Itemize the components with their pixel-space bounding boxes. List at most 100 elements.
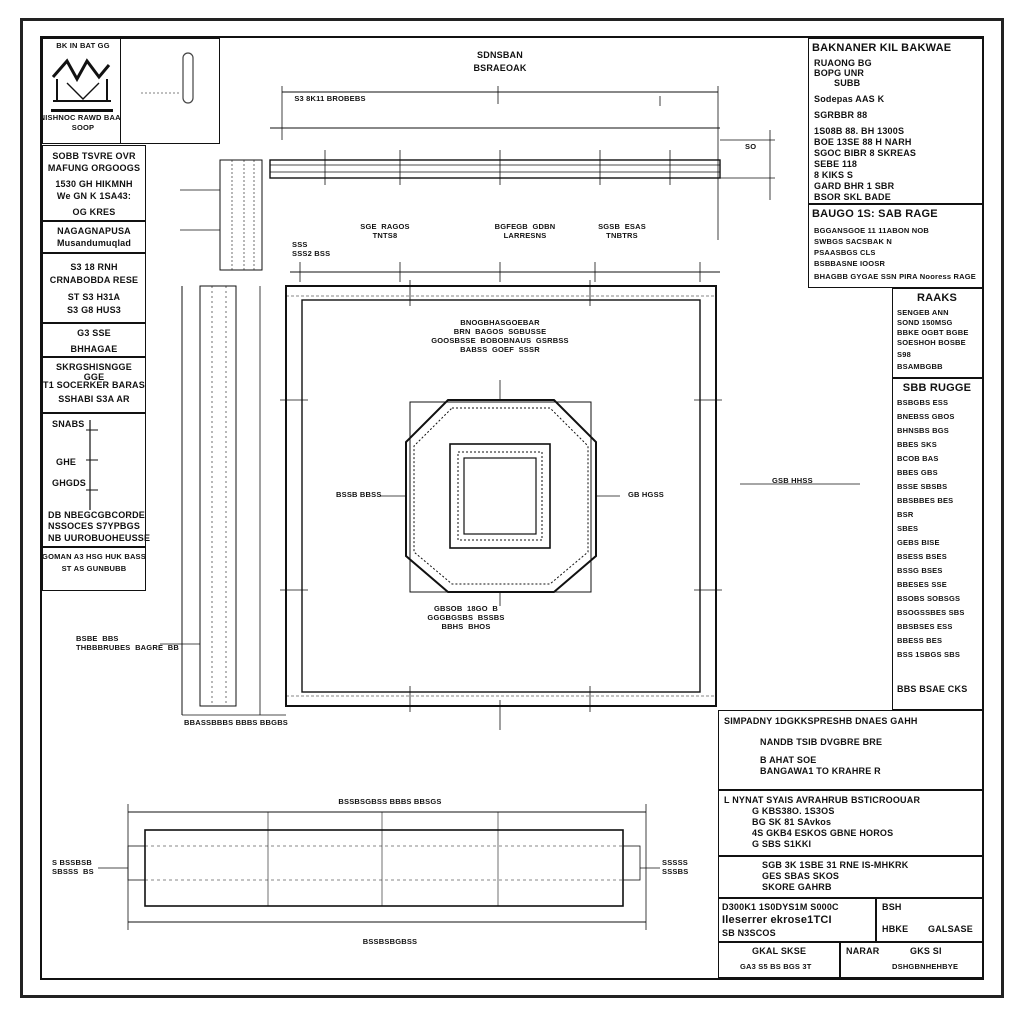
right-panel-notes-row-5: S98 — [897, 350, 911, 359]
right-panel-top-row-12: BSOR SKL BADE — [814, 192, 891, 202]
right-panel-long-row-6: BBES GBS — [897, 468, 938, 477]
left-panel-5-line-1: SKRGSHISNGGE — [56, 362, 132, 372]
notes-block-3-line-1: SGB 3K 1SBE 31 RNE IS-MHKRK — [762, 860, 909, 870]
right-panel-notes-row-2: SOND 150MSG — [897, 318, 953, 327]
left-panel-box-6 — [42, 413, 146, 547]
left-panel-box-3 — [42, 253, 146, 323]
right-panel-top-row-11: GARD BHR 1 SBR — [814, 181, 895, 191]
right-panel-top-row-5: SGRBBR 88 — [814, 110, 868, 120]
title-block-subtitle: Ileserrer ekrose1TCI — [722, 914, 832, 926]
left-panel-2-line-2: Musandumuqlad — [56, 238, 132, 248]
plan-under-centre-note: GBSOB 18GO B GGGBGSBS BSSBS BBHS BHOS — [427, 604, 505, 631]
logo-caption-2: SOOP — [71, 123, 95, 132]
stamp-graphic — [141, 52, 194, 104]
top-dimension-mark: SO — [745, 142, 757, 151]
notes-block-2-line-2: G KBS38O. 1S3OS — [752, 806, 835, 816]
grid-label-c: SGSB ESAS TNBTRS — [598, 222, 646, 240]
right-panel-long-row-10: SBES — [897, 524, 919, 533]
left-panel-1-line-2: MAFUNG ORGOOGS — [47, 163, 141, 173]
right-panel-long-row-13: BSSG BSES — [897, 566, 943, 575]
right-panel-long-row-19: BSS 1SBGS SBS — [897, 650, 961, 659]
right-panel-top-row-8: SGOC BIBR 8 SKREAS — [814, 148, 917, 158]
left-panel-1-line-3: 1530 GH HIKMNH — [55, 179, 133, 189]
section-right-reference: SSSSS SSSBS — [662, 858, 689, 876]
notes-block-1-line-4: BANGAWA1 TO KRAHRE R — [760, 766, 881, 776]
left-panel-2-line-1: NAGAGNAPUSA — [57, 226, 131, 236]
left-panel-1-line-5: OG KRES — [72, 207, 116, 217]
right-panel-notes-row-1: SENGEB ANN — [897, 308, 949, 317]
title-block-cell-main — [718, 898, 876, 942]
notes-block-2-line-5: G SBS S1KKI — [752, 839, 812, 849]
right-panel-long-row-17: BBSBSES ESS — [897, 622, 953, 631]
title-block-date: GA3 S5 BS BGS 3T — [740, 962, 812, 971]
notes-block-2-line-1: L NYNAT SYAIS AVRAHRUB BSTICROOUAR — [724, 795, 921, 805]
right-panel-top-row-3: SUBB — [834, 78, 861, 88]
right-panel-top-title: BAKNANER KIL BAKWAE — [812, 42, 952, 54]
left-panel-6-line-1: SNABS — [52, 419, 85, 429]
right-panel-long-row-12: BSESS BSES — [897, 552, 947, 561]
right-panel-long-row-8: BBSBBES BES — [897, 496, 954, 505]
left-panel-box-7 — [42, 547, 146, 591]
right-panel-long-row-3: BHNSBS BGS — [897, 426, 950, 435]
right-panel-notes-row-3: BBKE OGBT BGBE — [897, 328, 969, 337]
right-panel-long-row-5: BCOB BAS — [897, 454, 939, 463]
right-panel-long-row-18: BBESS BES — [897, 636, 943, 645]
right-panel-top-row-7: BOE 13SE 88 H NARH — [814, 137, 912, 147]
title-block-scale-label: HBKE — [882, 924, 909, 934]
drawing-title-line-1: SDNSBAN — [477, 50, 523, 60]
right-panel-long-row-14: BBESES SSE — [897, 580, 947, 589]
grid-label-a: SGE RAGOS TNTS8 — [360, 222, 410, 240]
right-panel-notes-title: RAAKS — [916, 292, 958, 304]
right-panel-mid — [808, 204, 983, 288]
right-panel-long-footer: BBS BSAE CKS — [897, 684, 968, 694]
title-block-cell-side — [876, 898, 983, 942]
left-panel-7-line-1: GOMAN A3 HSG HUK BASS — [42, 552, 146, 561]
drawing-title-line-2: BSRAEOAK — [473, 63, 527, 73]
right-panel-mid-row-4: BSBBASNE IOOSR — [814, 259, 886, 268]
section-bottom-label: BSSBSBGBSS — [362, 937, 418, 946]
notes-block-1-line-2: NANDB TSIB DVGBRE BRE — [760, 737, 883, 747]
right-panel-top-row-4: Sodepas AAS K — [814, 94, 885, 104]
right-panel-long-row-9: BSR — [897, 510, 914, 519]
notes-block-2 — [718, 790, 983, 856]
right-panel-mid-row-2: SWBGS SACSBAK N — [814, 237, 893, 246]
side-reference-label: SSS SSS2 BSS — [292, 240, 331, 258]
left-panel-3-line-3: ST S3 H31A — [67, 292, 121, 302]
top-dimension-label: S3 8K11 BROBEBS — [294, 94, 366, 103]
title-block-ref: SB N3SCOS — [722, 928, 776, 938]
title-block-scale-value: GALSASE — [928, 924, 973, 934]
right-panel-notes-row-6: BSAMBGBB — [897, 362, 943, 371]
logo-block: BK IN BAT GG NISHNOC RAWD BAAR SOOP — [40, 38, 126, 144]
grid-label-b: BGFEGB GDBN LARRESNS — [494, 222, 556, 240]
left-panel-3-line-4: S3 G8 HUS3 — [66, 305, 122, 315]
right-panel-top-row-10: 8 KIKS S — [814, 170, 854, 180]
left-panel-4-line-2: BHHAGAE — [70, 344, 118, 354]
left-panel-box-2 — [42, 221, 146, 253]
left-panel-1-line-4: We GN K 1SA43: — [56, 191, 132, 201]
notes-block-2-line-4: 4S GKB4 ESKOS GBNE HOROS — [752, 828, 894, 838]
notes-block-3 — [718, 856, 983, 898]
plan-left-callout: BSBE BBS THBBBRUBES BAGRE BB — [76, 634, 179, 652]
title-block-revision: GKS SI — [910, 946, 942, 956]
right-panel-top-row-9: SEBE 118 — [814, 159, 858, 169]
title-block-cell-bottom-left — [718, 942, 840, 978]
left-panel-6-line-5: NSSOCES S7YPBGS — [48, 521, 141, 531]
drawing-border — [40, 36, 984, 980]
title-block-checked-by: NARAR — [846, 946, 880, 956]
right-panel-mid-row-1: BGGANSGOE 11 11ABON NOB — [814, 226, 930, 235]
left-panel-6-line-6: NB UUROBUOHEUSSE — [48, 533, 151, 543]
plan-left-mark: BSSB BBSS — [336, 490, 382, 499]
left-panel-box-4 — [42, 323, 146, 357]
right-panel-top-row-6: 1S08B 88. BH 1300S — [814, 126, 905, 136]
title-block-sheet-code: BSH — [882, 902, 902, 912]
left-panel-3-line-2: CRNABOBDA RESE — [49, 275, 139, 285]
right-panel-top-row-1: RUAONG BG — [814, 58, 872, 68]
right-panel-notes — [892, 288, 983, 378]
right-panel-notes-row-4: SOESHOH BOSBE — [897, 338, 966, 347]
plan-right-mark: GB HGSS — [628, 490, 664, 499]
right-panel-long-row-4: BBES SKS — [897, 440, 937, 449]
plan-far-right-mark: GSB HHSS — [772, 476, 813, 485]
left-panel-5-line-4: SSHABI S3A AR — [58, 394, 130, 404]
logo-label: BK IN BAT GG — [56, 41, 110, 50]
